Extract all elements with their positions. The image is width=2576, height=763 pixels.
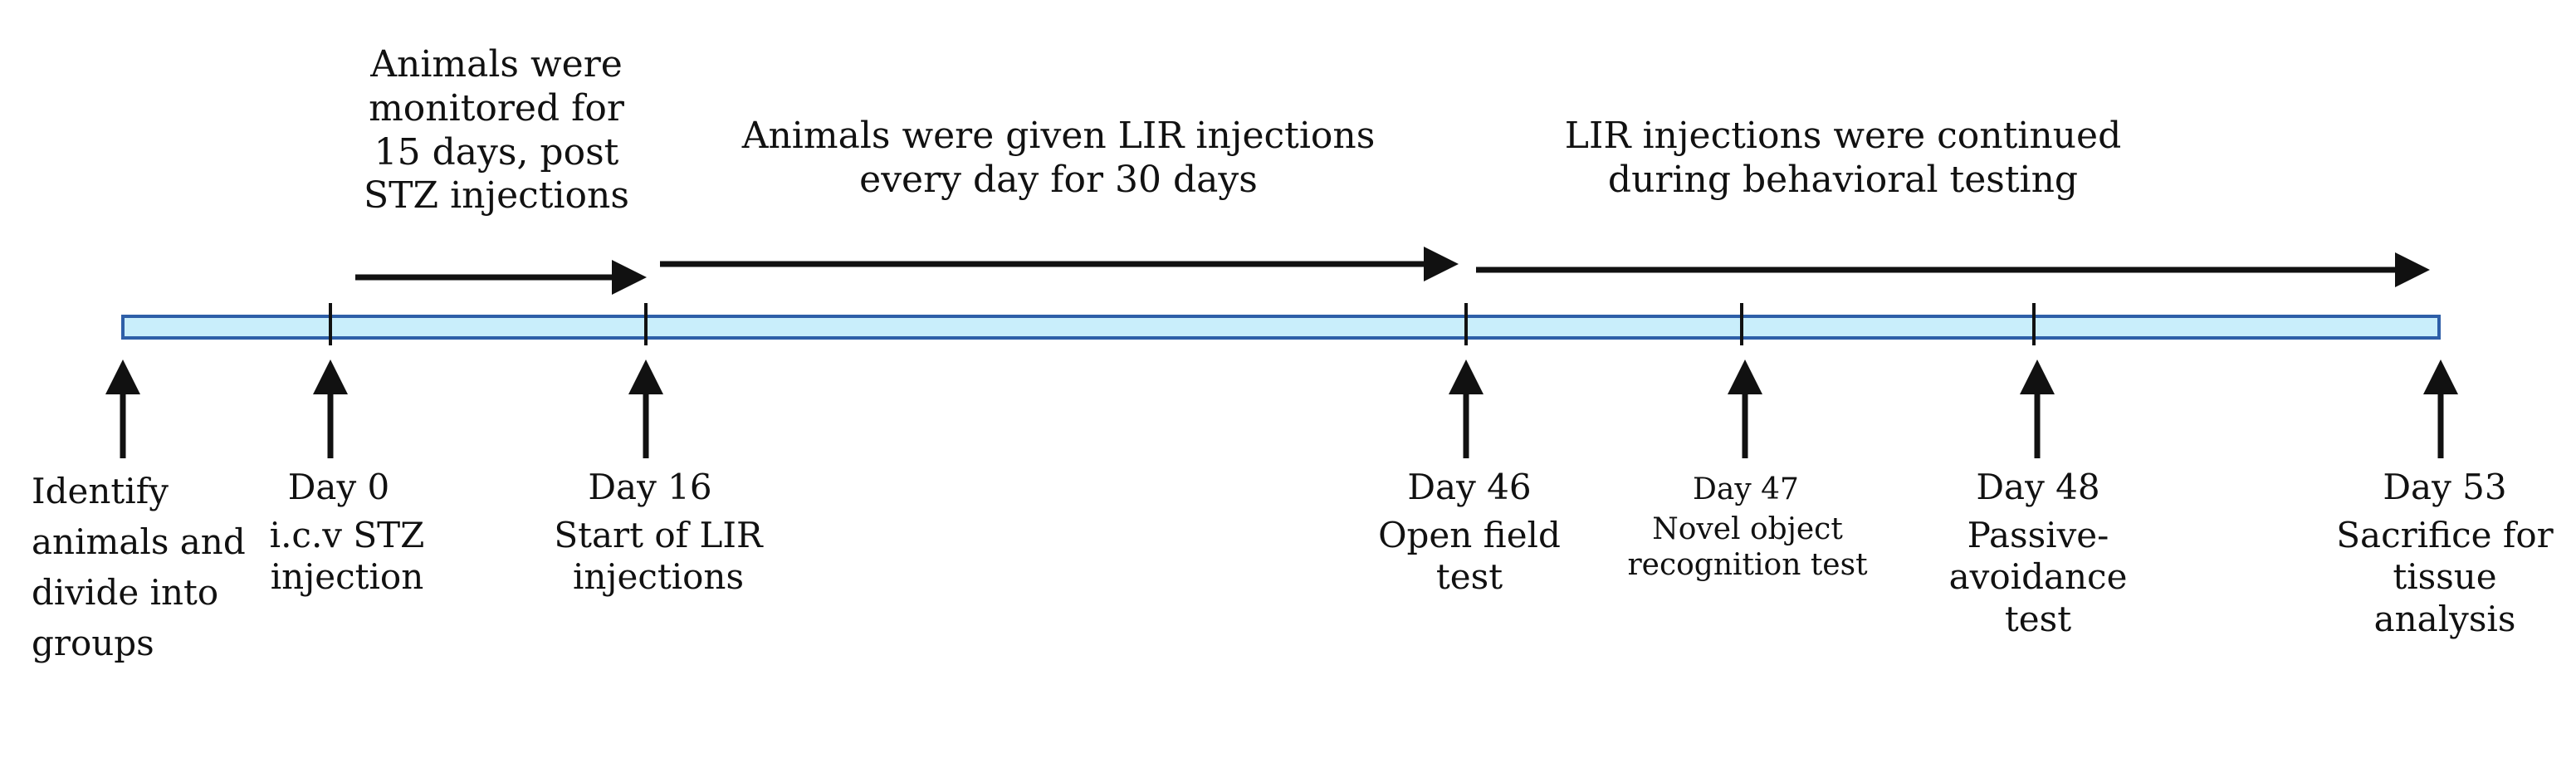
phase-label-lir-injections: Animals were given LIR injections every … — [741, 115, 1376, 201]
event-day-0: Day 0 — [287, 467, 390, 507]
phase-label-behavioral-testing: LIR injections were continued during beh… — [1564, 115, 2122, 201]
event-arrows — [105, 359, 2458, 458]
event-day-47: Day 47 — [1693, 472, 1799, 506]
event-desc-day-47: Novel object recognition test — [1627, 512, 1868, 583]
event-desc-day-16: Start of LIR injections — [554, 515, 763, 598]
event-desc-day-46: Open field test — [1378, 515, 1561, 598]
phase-label-monitoring: Animals were monitored for 15 days, post… — [364, 43, 629, 218]
event-label-identify: Identify animals and divide into groups — [32, 471, 246, 663]
event-day-16: Day 16 — [588, 467, 712, 507]
event-day-48: Day 48 — [1976, 467, 2100, 507]
event-desc-day-48: Passive-avoidance test — [1948, 515, 2128, 639]
timeline-ticks — [329, 303, 2036, 345]
event-desc-day-0: i.c.v STZ injection — [269, 515, 425, 598]
event-day-53: Day 53 — [2383, 467, 2507, 507]
timeline-bar — [121, 315, 2441, 340]
event-desc-day-53: Sacrifice for tissue analysis — [2336, 515, 2554, 639]
event-day-46: Day 46 — [1407, 467, 1532, 507]
